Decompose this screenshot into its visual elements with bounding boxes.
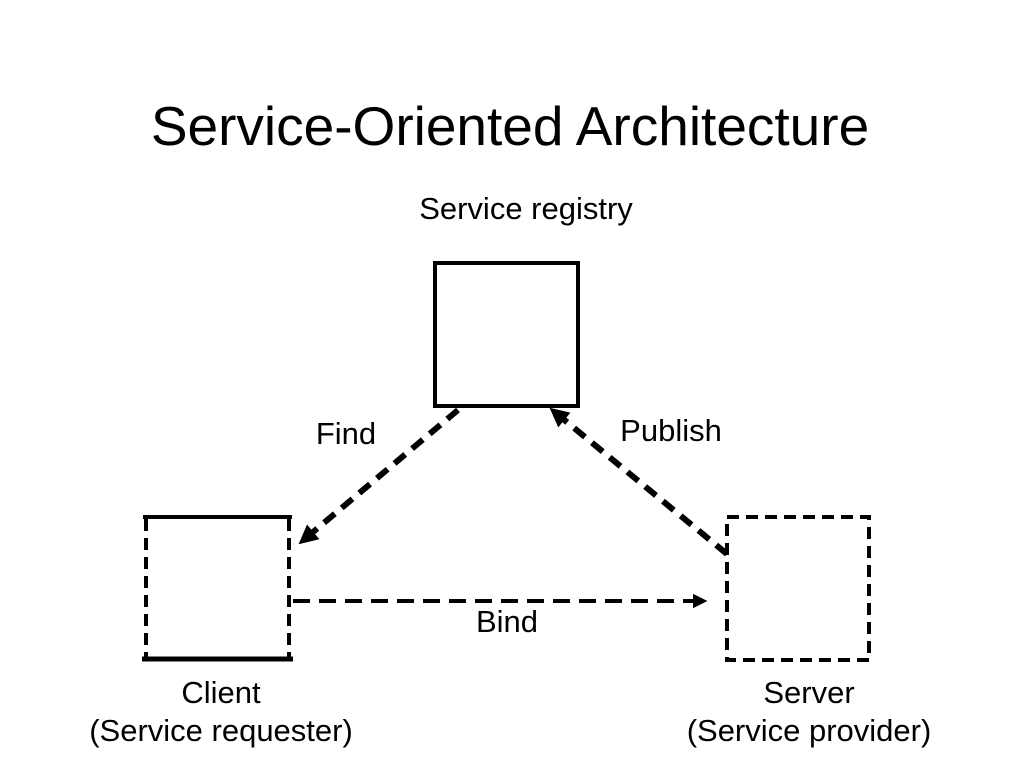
registry-box xyxy=(433,261,580,408)
slide-title: Service-Oriented Architecture xyxy=(150,95,870,157)
server-box xyxy=(725,515,871,662)
client-box xyxy=(142,515,293,662)
bind-arrow-label: Bind xyxy=(475,604,539,639)
registry-label: Service registry xyxy=(419,191,633,226)
publish-arrow-label: Publish xyxy=(620,413,722,448)
server-label: Server xyxy=(763,675,855,710)
client-caption: Client (Service requester) xyxy=(89,675,353,749)
client-sublabel: (Service requester) xyxy=(89,713,353,748)
publish-arrow xyxy=(549,406,729,557)
find-arrow-label: Find xyxy=(315,416,377,451)
client-label: Client xyxy=(181,675,261,710)
server-caption: Server (Service provider) xyxy=(687,675,932,749)
find-arrow xyxy=(298,407,460,546)
server-sublabel: (Service provider) xyxy=(686,713,932,748)
